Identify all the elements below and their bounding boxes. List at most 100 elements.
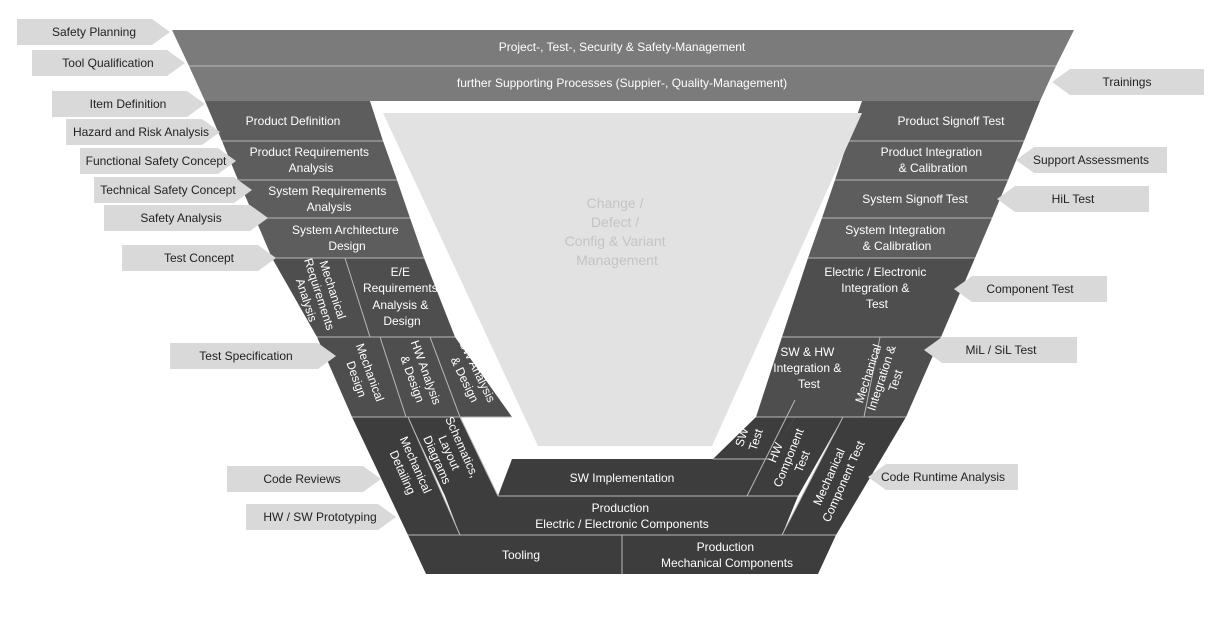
- system-architecture-line-2: Design: [328, 239, 365, 253]
- tag-support-assessments-label: Support Assessments: [1033, 153, 1149, 167]
- system-integration-line-1: System Integration: [845, 223, 945, 237]
- system-architecture-block: [255, 218, 424, 258]
- supporting-band-label: further Supporting Processes (Suppier-, …: [457, 76, 787, 90]
- right-tags: [868, 69, 1204, 490]
- product-requirements-label: Product Requirements Analysis: [250, 145, 373, 175]
- system-integration-label: System Integration & Calibration: [845, 223, 948, 253]
- center-line-4: Management: [576, 252, 658, 268]
- tag-safety-planning: [17, 19, 170, 45]
- ee-integration-block: [782, 258, 975, 337]
- ee-requirements-line-1: E/E: [391, 265, 410, 279]
- tag-hil-test: [997, 186, 1149, 212]
- sw-hw-integration-line-3: Test: [798, 377, 821, 391]
- mechanical-integration-block: [864, 337, 941, 417]
- production-mech-line-2: Mechanical Components: [661, 556, 793, 570]
- product-integration-label: Product Integration & Calibration: [881, 145, 986, 175]
- tooling-block: [408, 535, 622, 574]
- system-integration-block: [808, 218, 992, 258]
- product-requirements-line-2: Analysis: [289, 161, 334, 175]
- system-requirements-label: System Requirements Analysis: [268, 184, 389, 214]
- change-management-area: [383, 113, 862, 446]
- tag-technical-safety-label: Technical Safety Concept: [100, 183, 236, 197]
- tag-safety-analysis: [104, 205, 268, 231]
- system-signoff-block: [822, 180, 1008, 218]
- tag-functional-safety-label: Functional Safety Concept: [86, 154, 227, 168]
- tag-mil-sil-test: [924, 337, 1077, 363]
- management-band-label: Project-, Test-, Security & Safety-Manag…: [499, 40, 746, 54]
- production-mech-label: Production Mechanical Components: [661, 540, 793, 570]
- mechanical-design-block: [317, 337, 406, 417]
- ee-integration-line-2: Integration &: [841, 281, 909, 295]
- tag-item-definition-label: Item Definition: [90, 97, 167, 111]
- tag-safety-analysis-label: Safety Analysis: [140, 211, 221, 225]
- supporting-band: [189, 66, 1056, 101]
- separators: [189, 65, 1056, 574]
- product-requirements-line-1: Product Requirements: [250, 145, 369, 159]
- tag-hazard-risk-label: Hazard and Risk Analysis: [73, 125, 209, 139]
- production-ee-line-2: Electric / Electronic Components: [535, 517, 708, 531]
- tag-component-test: [954, 276, 1107, 302]
- sw-analysis-block: [430, 337, 512, 417]
- center-line-1: Change /: [587, 195, 644, 211]
- mechanical-integration-line-3: Test: [885, 367, 905, 393]
- product-definition-block: [205, 101, 383, 141]
- sw-hw-integration-block: [756, 337, 880, 417]
- production-mech-block: [622, 535, 836, 574]
- production-ee-line-1: Production: [592, 501, 649, 515]
- sw-test-block: [713, 417, 795, 459]
- ee-requirements-block: [345, 258, 455, 337]
- tag-code-reviews: [227, 466, 381, 492]
- sw-hw-integration-line-1: SW & HW: [780, 345, 835, 359]
- tag-safety-planning-label: Safety Planning: [52, 25, 136, 39]
- tag-trainings-label: Trainings: [1103, 75, 1152, 89]
- ee-requirements-line-3: Analysis &: [372, 298, 428, 312]
- ee-requirements-line-4: Design: [383, 314, 420, 328]
- tag-trainings: [1052, 69, 1204, 95]
- product-integration-block: [835, 141, 1024, 180]
- tag-prototyping: [246, 504, 396, 530]
- product-requirements-block: [222, 141, 397, 180]
- sw-implementation-label: SW Implementation: [570, 471, 675, 485]
- management-band: [172, 30, 1074, 66]
- production-ee-block: [445, 496, 798, 535]
- sw-test-label: SW Test: [732, 422, 766, 453]
- tag-item-definition: [52, 91, 205, 117]
- product-definition-label: Product Definition: [246, 114, 341, 128]
- left-tags: [17, 19, 396, 530]
- mechanical-requirements-block: [272, 258, 370, 337]
- sw-hw-integration-label: SW & HW Integration & Test: [773, 345, 844, 391]
- tag-code-runtime-label: Code Runtime Analysis: [881, 470, 1005, 484]
- tag-prototyping-label: HW / SW Prototyping: [263, 510, 376, 524]
- tag-code-runtime: [868, 464, 1018, 490]
- sw-test-line-2: Test: [746, 427, 766, 453]
- tag-mil-sil-test-label: MiL / SiL Test: [966, 343, 1038, 357]
- product-integration-line-2: & Calibration: [899, 161, 968, 175]
- tag-test-specification-label: Test Specification: [199, 349, 292, 363]
- ee-integration-line-3: Test: [866, 297, 889, 311]
- tag-test-specification: [170, 343, 336, 369]
- center-line-3: Config & Variant: [565, 233, 666, 249]
- system-architecture-line-1: System Architecture: [292, 223, 399, 237]
- tag-support-assessments: [1016, 147, 1167, 173]
- center-line-2: Defect /: [591, 214, 639, 230]
- tag-code-reviews-label: Code Reviews: [263, 472, 340, 486]
- system-integration-line-2: & Calibration: [863, 239, 932, 253]
- product-signoff-label: Product Signoff Test: [898, 114, 1006, 128]
- sw-implementation-block: [498, 459, 770, 496]
- tag-tool-qualification: [32, 50, 185, 76]
- system-requirements-line-1: System Requirements: [268, 184, 386, 198]
- production-ee-label: Production Electric / Electronic Compone…: [535, 501, 708, 531]
- tag-test-concept: [122, 245, 276, 271]
- tag-hazard-risk: [66, 119, 220, 145]
- system-signoff-label: System Signoff Test: [862, 192, 968, 206]
- ee-integration-line-1: Electric / Electronic: [824, 265, 926, 279]
- product-integration-line-1: Product Integration: [881, 145, 982, 159]
- mechanical-detailing-block: [352, 417, 460, 535]
- ee-requirements-line-2: Requirements: [363, 281, 438, 295]
- mechanical-component-test-block: [782, 417, 906, 535]
- sw-test-line-1: SW: [732, 425, 751, 448]
- system-architecture-label: System Architecture Design: [292, 223, 402, 253]
- tooling-label: Tooling: [502, 548, 540, 562]
- tag-tool-qualification-label: Tool Qualification: [62, 56, 153, 70]
